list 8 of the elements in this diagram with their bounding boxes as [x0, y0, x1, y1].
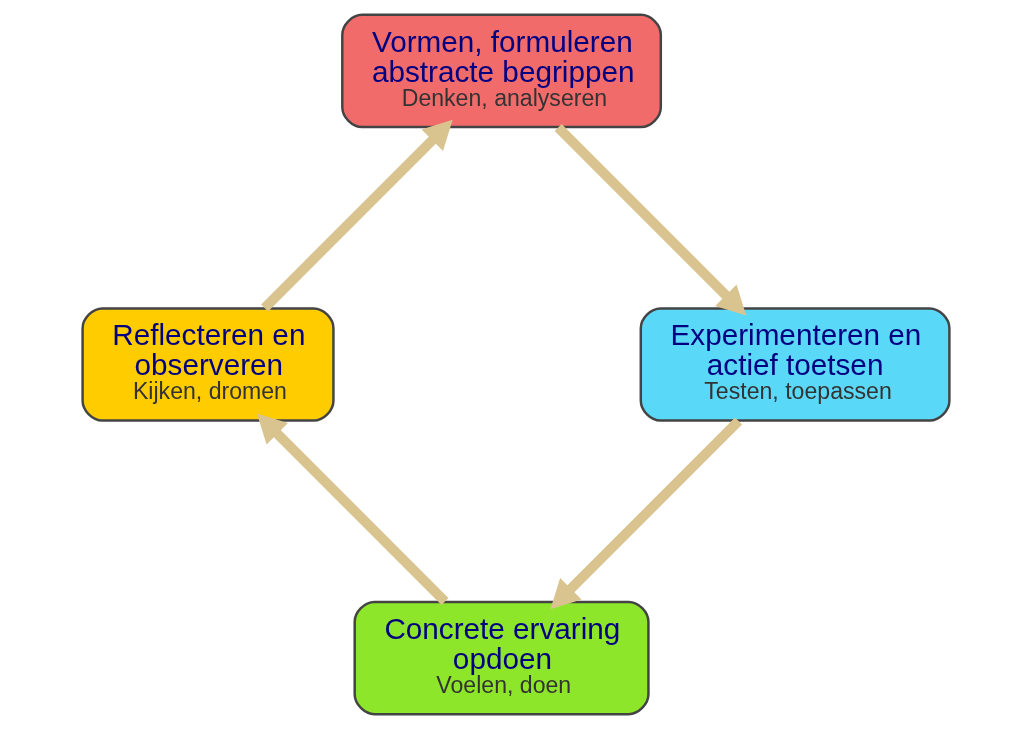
arrow [260, 119, 453, 312]
node-box: Vormen, formuleren abstracte begrippen Denken, analyseren [340, 13, 662, 129]
arrow [554, 124, 746, 316]
node-box: Reflecteren en observeren Kijken, dromen [80, 307, 335, 422]
arrow [256, 413, 448, 605]
arrow [549, 417, 742, 610]
node-box: Concrete ervaring opdoen Voelen, doen [352, 600, 650, 716]
node-box: Experimenteren en actief toetsen Testen, toepassen [639, 307, 951, 422]
